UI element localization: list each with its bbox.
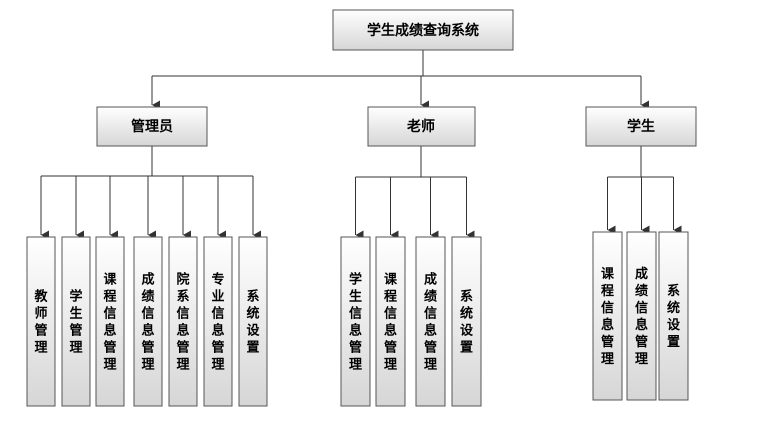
module-node-box	[592, 231, 623, 401]
module-node-label: 系统设置	[246, 289, 260, 356]
module-node-label: 院系信息管理	[176, 272, 189, 373]
role-node-teacher-label: 老师	[407, 118, 435, 135]
module-node: 成绩信息管理	[626, 231, 657, 401]
module-node-box	[26, 236, 56, 407]
module-node-label: 课程信息管理	[601, 267, 615, 367]
module-node: 系统设置	[238, 236, 268, 407]
module-node-label: 成绩信息管理	[424, 272, 437, 373]
module-node: 成绩信息管理	[415, 236, 446, 407]
module-node: 课程信息管理	[592, 231, 623, 401]
module-node: 教师管理	[26, 236, 56, 407]
module-node-box	[451, 236, 482, 407]
module-nodes: 教师管理 学生管理 课程信息管理 成绩信息管理 院系信息管理 专业信息管理 系统设置 学生信息…	[26, 231, 689, 407]
module-node: 系统设置	[451, 236, 482, 407]
root-node: 学生成绩查询系统	[332, 9, 514, 51]
module-node-box	[415, 236, 446, 407]
connector-lines	[40, 50, 682, 240]
module-node: 学生管理	[61, 236, 91, 407]
root-node-label: 学生成绩查询系统	[367, 22, 479, 39]
module-node-label: 课程信息管理	[384, 273, 398, 373]
module-node-label: 系统设置	[667, 283, 681, 350]
module-node-label: 学生信息管理	[349, 272, 362, 373]
module-node: 学生信息管理	[340, 236, 371, 407]
module-node-label: 学生管理	[69, 289, 82, 356]
module-node-label: 成绩信息管理	[635, 266, 648, 367]
module-node-box	[626, 231, 657, 401]
module-node-box	[340, 236, 371, 407]
module-node: 课程信息管理	[95, 236, 125, 407]
module-node: 课程信息管理	[375, 236, 406, 407]
role-node-admin-label: 管理员	[131, 118, 173, 135]
module-node-box	[133, 236, 163, 407]
module-node-label: 系统设置	[460, 289, 474, 356]
module-node: 专业信息管理	[203, 236, 233, 407]
module-node-box	[238, 236, 268, 407]
module-node: 院系信息管理	[168, 236, 198, 407]
role-node-student: 学生	[585, 106, 697, 147]
module-node-label: 课程信息管理	[103, 273, 117, 373]
module-node-label: 教师管理	[33, 289, 48, 356]
module-node-label: 专业信息管理	[211, 272, 224, 373]
module-node-box	[95, 236, 125, 407]
module-node-box	[658, 231, 689, 401]
module-node-box	[203, 236, 233, 407]
module-node-label: 成绩信息管理	[141, 272, 154, 373]
role-node-admin: 管理员	[96, 106, 208, 147]
module-node: 成绩信息管理	[133, 236, 163, 407]
module-node: 系统设置	[658, 231, 689, 401]
role-node-teacher: 老师	[367, 106, 476, 147]
module-node-box	[168, 236, 198, 407]
module-node-box	[375, 236, 406, 407]
role-node-student-label: 学生	[627, 118, 655, 135]
module-node-box	[61, 236, 91, 407]
